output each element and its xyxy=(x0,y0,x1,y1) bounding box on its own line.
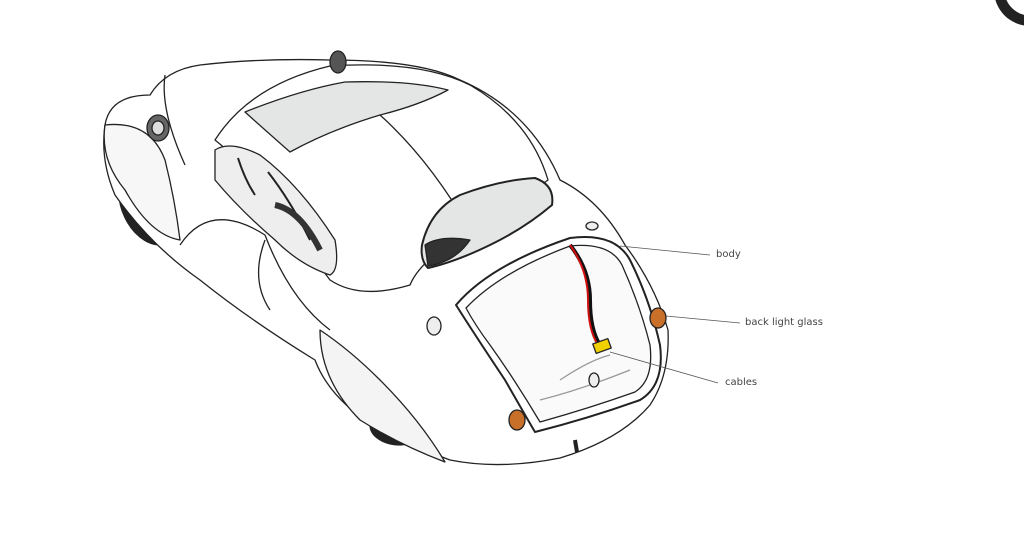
partial-object-top-right xyxy=(995,0,1024,26)
label-back-light-glass: back light glass xyxy=(745,317,823,328)
leader-cables xyxy=(609,351,719,384)
cable-connector xyxy=(592,337,612,355)
leader-body xyxy=(619,245,711,256)
back-light-right xyxy=(649,307,667,329)
leader-back-light xyxy=(665,315,741,324)
label-body: body xyxy=(716,249,741,260)
car-model[interactable] xyxy=(103,50,669,466)
label-cables: cables xyxy=(725,377,758,388)
sunroof xyxy=(244,81,449,153)
back-light-left xyxy=(508,409,526,431)
